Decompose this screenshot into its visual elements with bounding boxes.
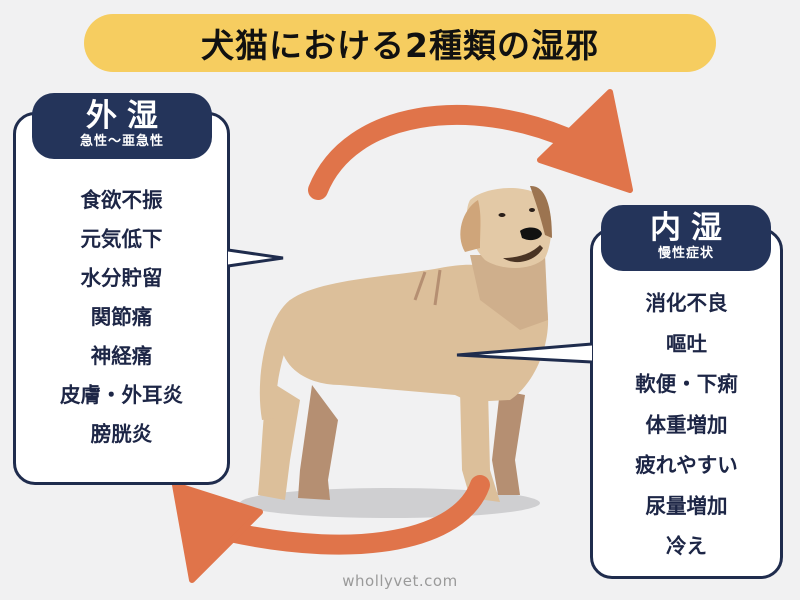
left-symptom-box xyxy=(13,112,230,485)
dog-icon xyxy=(258,185,552,502)
list-item: 神経痛 xyxy=(90,344,153,368)
list-item: 消化不良 xyxy=(645,291,728,315)
list-item: 嘔吐 xyxy=(666,331,707,356)
list-item: 食欲不振 xyxy=(80,188,163,212)
list-item: 皮膚・外耳炎 xyxy=(60,383,183,407)
left-panel-subheading: 急性〜亜急性 xyxy=(79,134,164,149)
page-title: 犬猫における2種類の湿邪 xyxy=(201,26,599,65)
right-panel-subheading: 慢性症状 xyxy=(657,246,714,261)
list-item: 膀胱炎 xyxy=(90,422,153,446)
list-item: 疲れやすい xyxy=(635,453,738,477)
left-symptom-list: 食欲不振 元気低下 水分貯留 関節痛 神経痛 皮膚・外耳炎 膀胱炎 xyxy=(13,181,230,454)
list-item: 元気低下 xyxy=(80,227,163,251)
arrow-top-icon xyxy=(308,89,633,200)
list-item: 軟便・下痢 xyxy=(635,372,738,396)
title-banner: 犬猫における2種類の湿邪 xyxy=(84,14,716,72)
left-panel-heading: 外湿 xyxy=(86,98,168,134)
right-panel-header: 内湿 慢性症状 xyxy=(601,205,771,271)
right-symptom-list: 消化不良 嘔吐 軟便・下痢 体重増加 疲れやすい 尿量増加 冷え xyxy=(590,283,783,567)
list-item: 尿量増加 xyxy=(645,493,728,518)
list-item: 関節痛 xyxy=(90,305,153,329)
left-panel-header: 外湿 急性〜亜急性 xyxy=(32,93,212,159)
right-symptom-box xyxy=(590,228,783,579)
arrow-bottom-icon xyxy=(172,475,490,583)
right-panel-heading: 内湿 xyxy=(650,210,732,246)
list-item: 水分貯留 xyxy=(80,266,163,290)
list-item: 冷え xyxy=(666,534,707,558)
list-item: 体重増加 xyxy=(645,412,728,437)
watermark: whollyvet.com xyxy=(342,572,458,590)
